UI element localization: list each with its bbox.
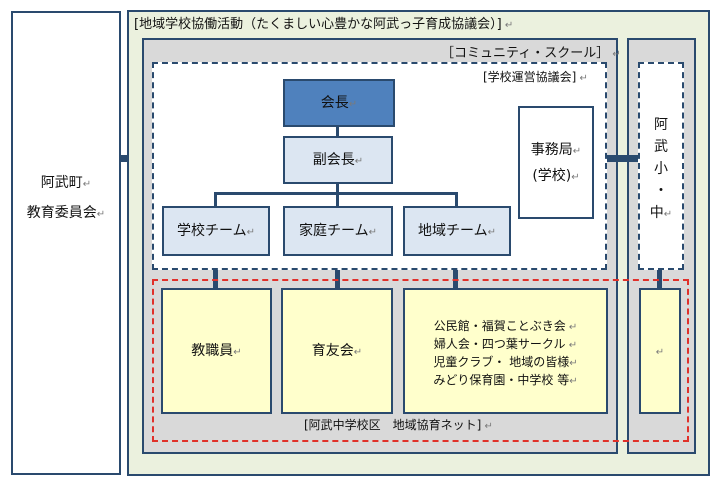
school-char-3: 小 <box>654 161 668 177</box>
team-box-community: 地域チーム↵ <box>403 206 511 256</box>
school-council-title: [学校運営協議会] ↵ <box>483 70 588 84</box>
community-education-net-area <box>152 279 689 442</box>
school-net-box: ↵ <box>639 288 681 414</box>
office-line-1: 事務局↵ <box>530 142 582 158</box>
community-school-title: ［コミュニティ・スクール］ ↵ <box>441 46 621 61</box>
school-char-1: 阿 <box>654 117 668 133</box>
vice-president-box: 副会長↵ <box>283 136 393 184</box>
community-line-4: みどり保育園・中学校 等↵ <box>433 373 578 387</box>
tree-trunk-2 <box>336 183 339 193</box>
tree-drop-3 <box>455 192 458 207</box>
tree-drop-1 <box>214 192 217 207</box>
office-line-2: (学校)↵ <box>532 168 580 184</box>
board-of-education-box: 阿武町↵ 教育委員会↵ <box>11 11 121 475</box>
community-line-3: 児童クラブ・ 地域の皆様↵ <box>433 355 578 369</box>
tree-trunk <box>336 126 339 138</box>
connector-school <box>606 155 639 162</box>
school-char-4: ・ <box>654 183 668 199</box>
tree-branch <box>214 192 457 195</box>
tree-drop-2 <box>336 192 339 207</box>
school-char-2: 武 <box>654 139 668 155</box>
net-title: [阿武中学校区 地域協育ネット] ↵ <box>304 418 493 432</box>
community-line-1: 公民館・福賀ことぶき会 ↵ <box>433 319 578 333</box>
community-groups-box: 公民館・福賀ことぶき会 ↵ 婦人会・四つ葉サークル ↵ 児童クラブ・ 地域の皆様… <box>403 288 608 414</box>
board-line-2: 教育委員会↵ <box>26 205 106 221</box>
office-box: 事務局↵ (学校)↵ <box>518 106 594 219</box>
school-box: 阿 武 小 ・ 中↵ <box>638 62 684 270</box>
community-line-2: 婦人会・四つ葉サークル ↵ <box>433 337 578 351</box>
board-line-1: 阿武町↵ <box>40 175 92 191</box>
staff-box: 教職員↵ <box>161 288 272 414</box>
team-box-school: 学校チーム↵ <box>162 206 270 256</box>
school-char-5: 中↵ <box>649 205 673 221</box>
president-box: 会長↵ <box>283 79 395 127</box>
team-box-family: 家庭チーム↵ <box>283 206 393 256</box>
pta-box: 育友会↵ <box>281 288 393 414</box>
outer-title: [地域学校協働活動（たくましい心豊かな阿武っ子育成協議会）] ↵ <box>134 17 514 32</box>
